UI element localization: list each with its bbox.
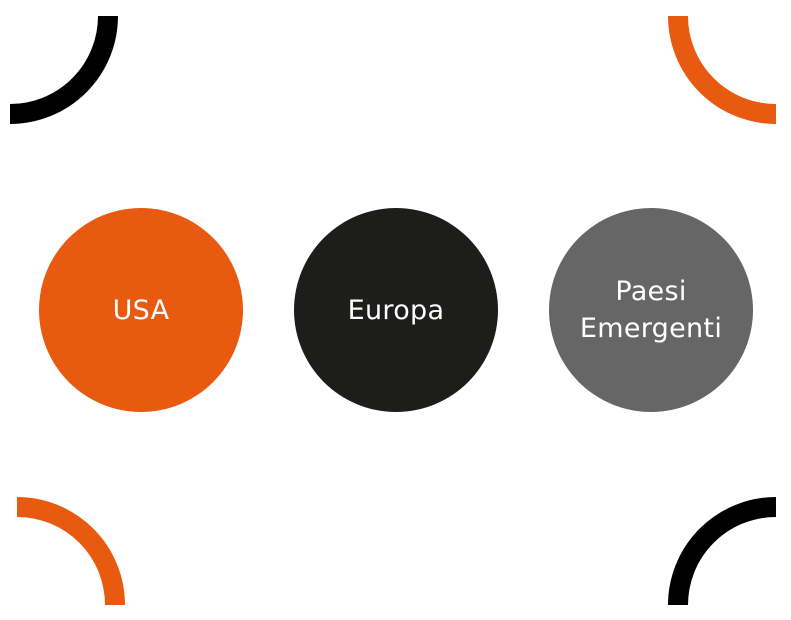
circle-label-europa: Europa: [347, 294, 445, 326]
corner-arc-bottom-left: [16, 497, 125, 606]
circle-label-usa: USA: [112, 294, 170, 326]
circle-usa: USA: [39, 208, 243, 412]
circle-paesi-emergenti: Paesi Emergenti: [549, 208, 753, 412]
corner-arc-top-right: [668, 15, 777, 124]
corner-arc-bottom-right: [668, 497, 777, 606]
circle-europa: Europa: [294, 208, 498, 412]
corner-arc-top-left: [9, 15, 118, 124]
circle-label-paesi-emergenti: Paesi Emergenti: [579, 276, 723, 344]
